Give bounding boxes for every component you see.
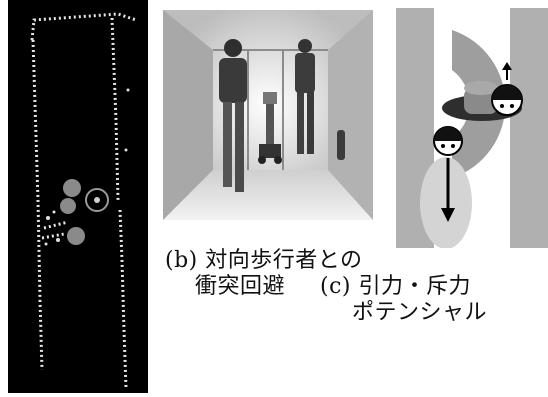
scan-clusters: [44, 88, 130, 246]
robot-position-marker: [85, 188, 109, 212]
corridor-scan-points: [30, 12, 137, 389]
potential-diagram-panel: [396, 8, 548, 249]
pedestrian-icon: [491, 84, 523, 116]
potential-diagram: [396, 8, 548, 249]
caption-c-line1: (c) 引力・斥力: [320, 274, 471, 299]
arrow-icon: [502, 62, 512, 80]
right-wall: [510, 8, 548, 248]
corridor-photo-panel: [163, 10, 373, 220]
caption-b-line1: (b) 対向歩行者との: [165, 248, 363, 273]
pedestrian-near: [219, 39, 247, 192]
extinguisher: [337, 130, 345, 160]
attractive-potential-lobe: [420, 157, 472, 249]
tracked-pedestrians: [60, 179, 85, 245]
caption-c-line2: ポテンシャル: [352, 300, 488, 325]
corridor-photo: [163, 10, 373, 220]
arrow-icon: [441, 158, 455, 222]
laser-map-panel: [8, 0, 148, 393]
caption-b-line2: 衝突回避: [195, 274, 286, 299]
pedestrian-icon: [433, 126, 463, 156]
laser-map-image: [8, 0, 148, 393]
pedestrian-far: [295, 39, 315, 154]
robot-icon: [258, 92, 282, 164]
